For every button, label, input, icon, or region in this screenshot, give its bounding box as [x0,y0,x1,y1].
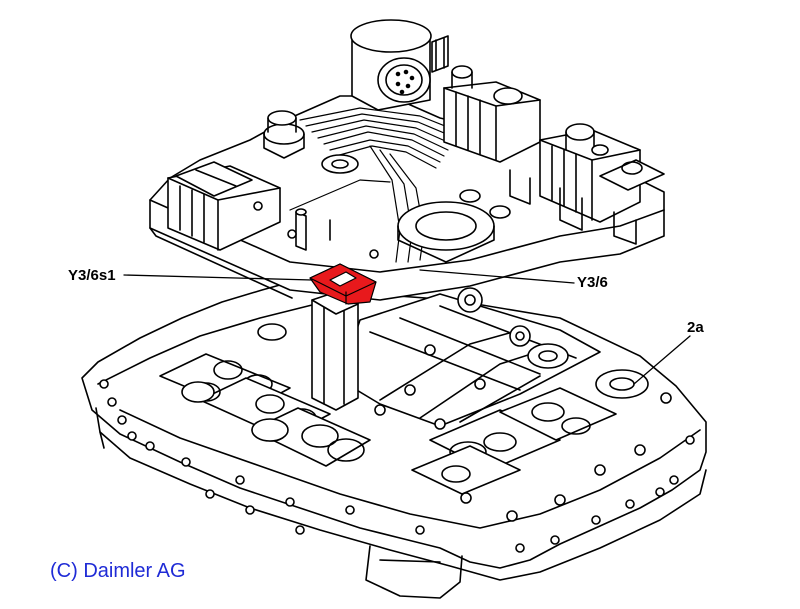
valve-spools-left [159,353,371,467]
lower-valve-body [81,275,707,599]
leader-y36 [419,269,575,284]
y36s1-component-highlight [309,263,377,305]
upper-control-plate [149,19,665,301]
leader-lines [123,269,691,385]
leader-y36s1 [123,274,313,281]
conductor-tracks [289,107,461,263]
callout-label-2a: 2a [687,319,704,336]
leader-2a [633,335,691,385]
accumulator-cups [181,323,649,442]
electrical-connector [350,19,449,111]
right-solenoids [443,65,665,245]
copyright-notice: (C) Daimler AG [50,560,186,582]
callout-label-y36: Y3/6 [577,274,608,291]
solenoid-pillar [311,291,359,411]
fastener-row [99,379,695,553]
channel-plate [339,287,601,430]
valve-spools-right [411,387,617,495]
callout-label-y36s1: Y3/6s1 [68,267,116,284]
